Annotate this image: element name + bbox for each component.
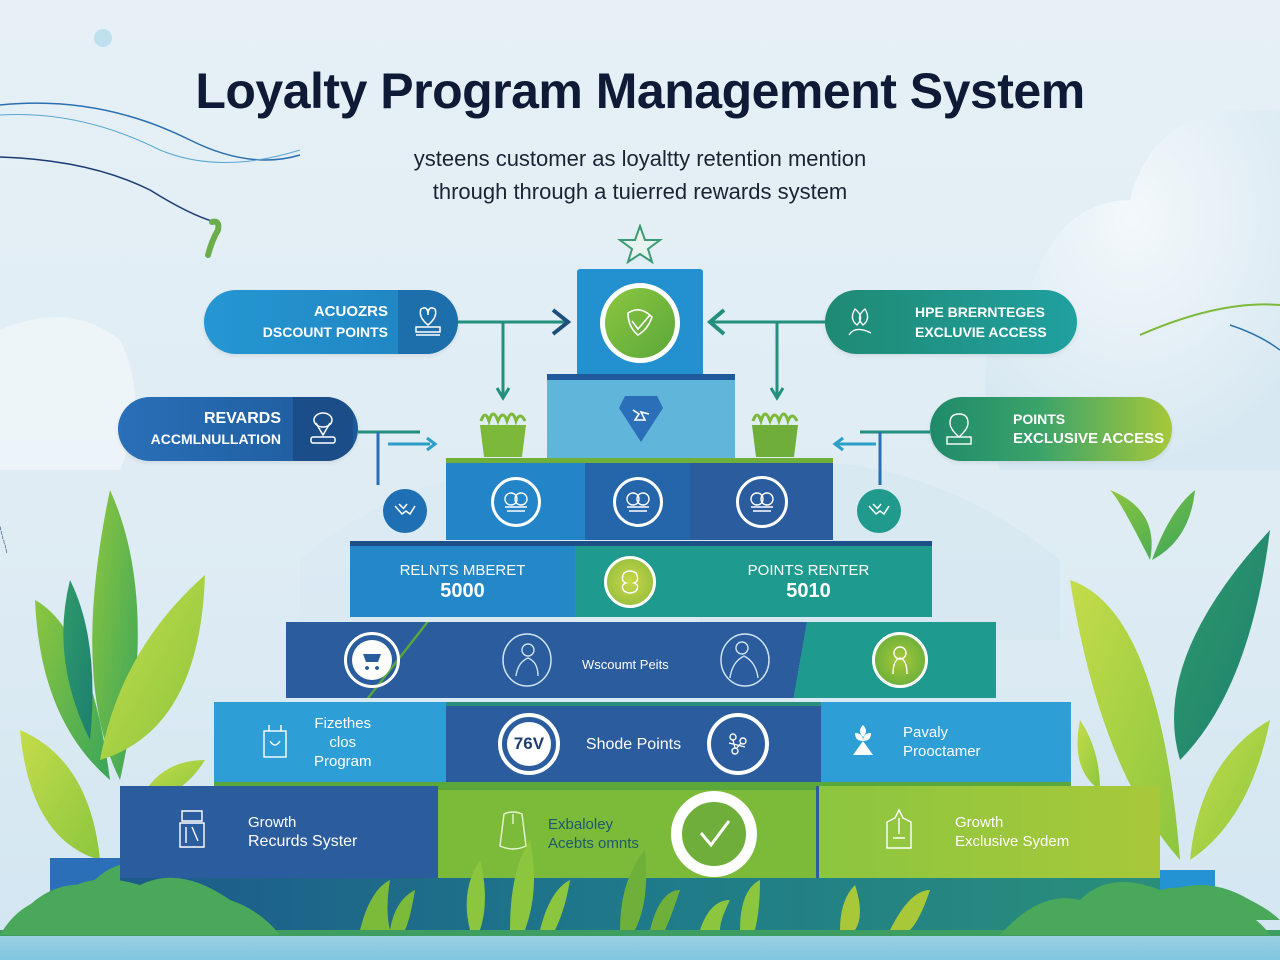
tier7-left-line-1: Growth (248, 814, 297, 831)
tier-3[interactable] (446, 458, 833, 540)
tier6-left-line-3: Program (314, 752, 372, 770)
handshake-icon (867, 500, 891, 523)
foreground-foliage (0, 840, 1270, 935)
pin-stamp-icon (930, 397, 988, 461)
plant-icon (849, 721, 877, 764)
planter-left (476, 407, 530, 459)
tier-apex[interactable] (577, 269, 703, 376)
people-icon (718, 632, 772, 688)
jacket-icon (883, 807, 915, 857)
pill-line-1: HPE BRERNTEGES (915, 304, 1045, 320)
tier6-right-line-1: Pavaly (903, 724, 949, 741)
pill-line-1: POINTS (1013, 411, 1066, 427)
tier6-center-label: Shode Points (585, 735, 682, 753)
tier-4[interactable]: RELNTS MBERET 5000 POINTS RENTER 5010 (350, 541, 932, 617)
pill-rewards-accumulation[interactable]: REVARDS ACCMLNULLATION (118, 397, 358, 461)
pill-line-2: EXCLUSIVE ACCESS (1013, 430, 1165, 447)
tier7-right-line-1: Growth (955, 814, 1004, 831)
check-badge-icon (600, 282, 680, 363)
tier-7[interactable]: Growth Recurds Syster Exbaloley Acebts o… (120, 786, 1160, 878)
shirt-icon (496, 810, 530, 859)
bag-icon (262, 721, 288, 764)
cup-icon (176, 807, 208, 858)
pill-line-1: ACUOZRS (313, 303, 388, 320)
gift-icon (398, 290, 458, 354)
emblem-icon (490, 476, 541, 527)
pill-points-exclusive-access[interactable]: POINTS EXCLUSIVE ACCESS (930, 397, 1172, 461)
side-node-right[interactable] (857, 489, 901, 533)
leaf-hand-icon (825, 290, 895, 354)
star-icon (616, 223, 664, 265)
tier6-left-line-1: Fizethes (314, 714, 372, 732)
tier5-label: Wscoumt Peits (582, 657, 669, 672)
pill-exclusive-access[interactable]: HPE BRERNTEGES EXCLUVIE ACCESS (825, 290, 1077, 354)
subtitle-line-2: through through a tuierred rewards syste… (432, 179, 848, 204)
tier4-left-value: 5000 (440, 579, 485, 602)
tier4-right-value: 5010 (786, 579, 831, 602)
coin-icon (604, 555, 656, 608)
cart-icon (344, 632, 400, 688)
pill-discount-points[interactable]: ACUOZRS DSCOUNT POINTS (204, 290, 458, 354)
tier7-center-line-1: Exbaloley (548, 816, 614, 833)
character-icon (872, 632, 928, 688)
tier6-right-line-2: Prooctamer (903, 743, 981, 760)
tier4-left-label: RELNTS MBERET (399, 561, 526, 579)
badge-icon: 76V (497, 713, 560, 775)
emblem-icon (612, 476, 663, 527)
check-icon (670, 791, 757, 877)
tier6-left-line-2: clos (329, 733, 357, 751)
tier-5[interactable]: Wscoumt Peits (286, 622, 996, 698)
handshake-icon (393, 500, 417, 523)
subtitle-line-1: ysteens customer as loyaltty retention m… (413, 146, 867, 171)
side-node-left[interactable] (383, 489, 427, 533)
emblem-icon (735, 475, 788, 528)
tier7-center-line-2: Acebts omnts (548, 835, 639, 852)
person-icon (500, 632, 554, 688)
planter-right (748, 407, 802, 459)
network-icon (707, 713, 770, 775)
pill-line-2: DSCOUNT POINTS (262, 324, 388, 340)
tier7-right-line-2: Exclusive Sydem (955, 833, 1070, 850)
tier6-badge-text: 76V (506, 722, 551, 766)
diamond-pin-icon (617, 392, 665, 449)
page-title: Loyalty Program Management System (195, 63, 1085, 119)
tier-6[interactable]: Fizethes clos Program 76V Shode Points P… (214, 702, 1071, 786)
pill-line-2: EXCLUVIE ACCESS (915, 324, 1047, 340)
location-stamp-icon (293, 397, 353, 461)
tier-2[interactable] (547, 374, 735, 460)
tier7-left-line-2: Recurds Syster (248, 833, 358, 850)
pill-line-1: REVARDS (203, 410, 281, 427)
tier4-right-label: POINTS RENTER (747, 561, 870, 579)
pill-line-2: ACCMLNULLATION (150, 431, 281, 447)
